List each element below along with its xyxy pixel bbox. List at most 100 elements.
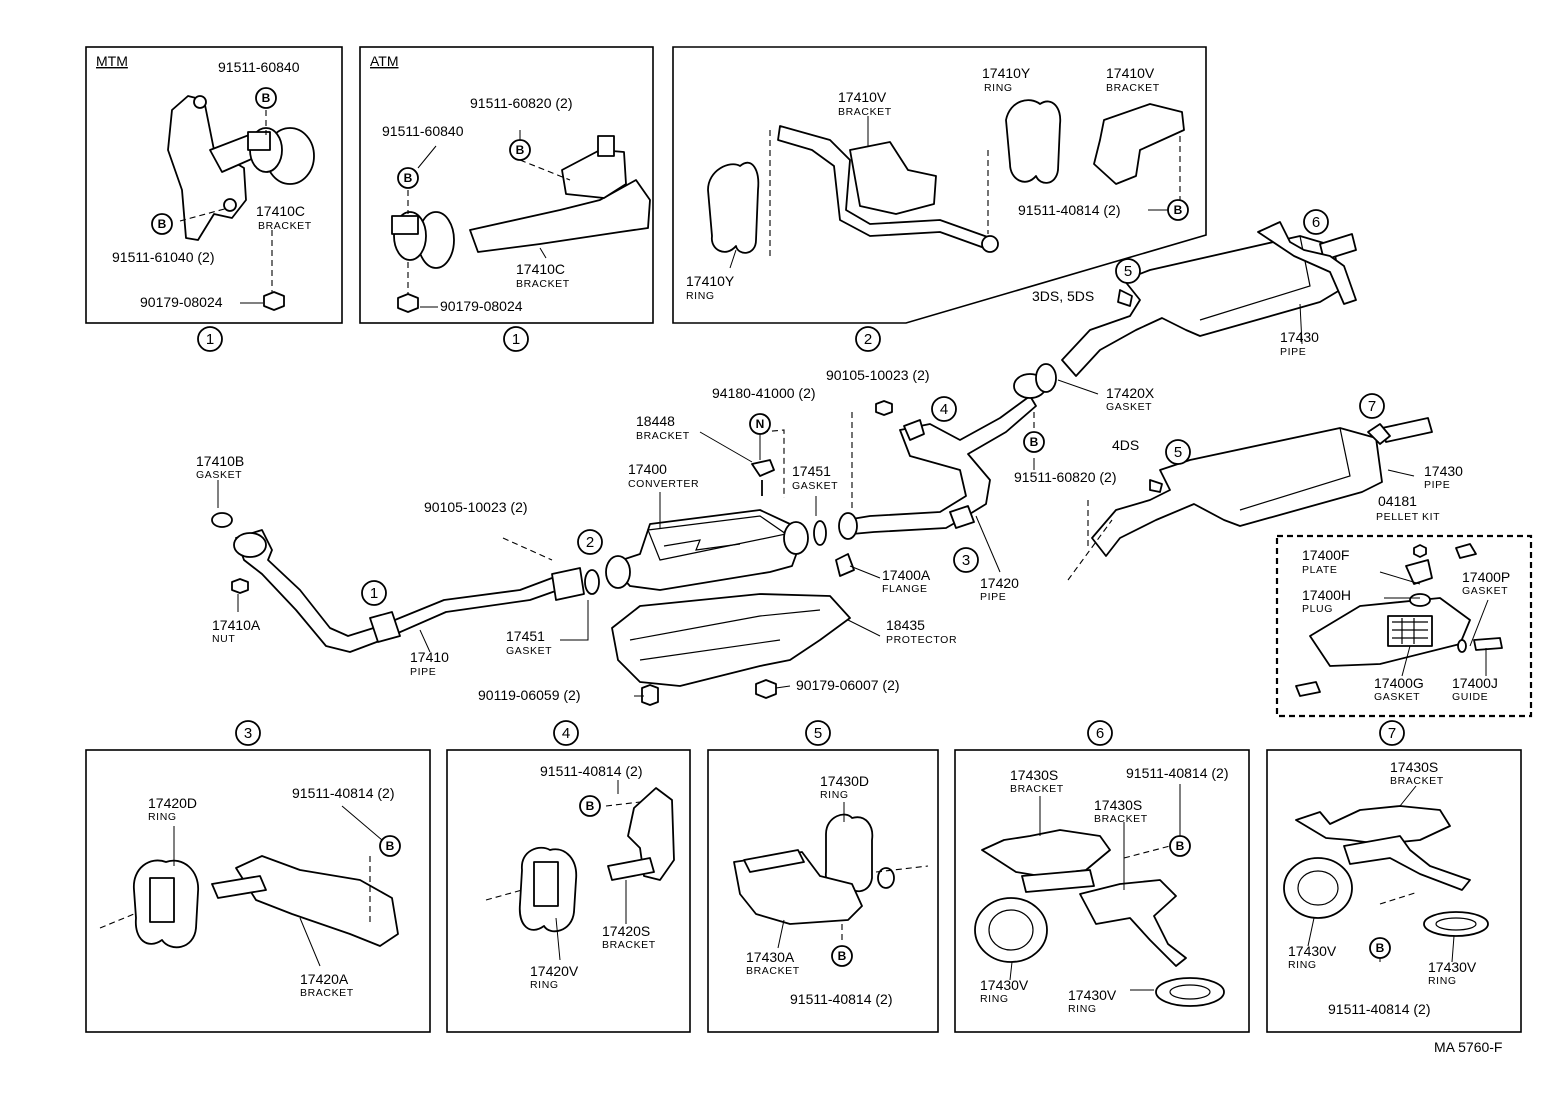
name-bracket-d2-left: BRACKET (838, 106, 892, 118)
marker-n-main: N (749, 413, 771, 435)
label-17420s: 17420S (602, 923, 650, 939)
marker-b-detail-7: B (1369, 937, 1391, 959)
label-17430-bottom: 17430 (1424, 463, 1463, 479)
name-gasket-17400g: GASKET (1374, 691, 1420, 703)
callout-5-box: 5 (805, 720, 831, 746)
svg-text:B: B (404, 171, 413, 185)
name-gasket-17400p: GASKET (1462, 585, 1508, 597)
label-17430a: 17430A (746, 949, 795, 965)
name-converter: CONVERTER (628, 478, 699, 490)
label-17410: 17410 (410, 649, 449, 665)
callout-4-box: 4 (553, 720, 579, 746)
label-91511-40814-d5: 91511-40814 (2) (790, 991, 892, 1007)
name-nut: NUT (212, 633, 235, 645)
label-90105-10023-left: 90105-10023 (2) (424, 499, 528, 515)
detail-7-drawing (1283, 805, 1489, 937)
label-91511-60820-main: 91511-60820 (2) (1014, 469, 1116, 485)
gasket-17420X (1035, 363, 1057, 393)
name-bracket-d6-right: BRACKET (1094, 813, 1148, 825)
label-17410b: 17410B (196, 453, 244, 469)
svg-text:4: 4 (562, 725, 570, 742)
atm-label: ATM (370, 53, 399, 69)
detail-5-drawing (733, 813, 895, 925)
marker-b-detail-6: B (1169, 835, 1191, 857)
label-17410y-d2-bottom: 17410Y (686, 273, 735, 289)
callout-2-box: 2 (855, 326, 881, 352)
label-17400f: 17400F (1302, 547, 1349, 563)
catalytic-converter-17400 (605, 459, 809, 591)
svg-text:B: B (586, 799, 595, 813)
svg-text:3: 3 (962, 552, 970, 569)
svg-text:1: 1 (370, 585, 378, 602)
label-17420a: 17420A (300, 971, 349, 987)
detail-box-atm (359, 46, 654, 324)
name-protector: PROTECTOR (886, 634, 957, 646)
name-bracket-17420a: BRACKET (300, 987, 354, 999)
svg-text:5: 5 (1174, 444, 1182, 461)
svg-text:B: B (158, 217, 167, 231)
svg-text:B: B (1174, 203, 1183, 217)
detail-box-4 (446, 749, 691, 1033)
label-17400h: 17400H (1302, 587, 1351, 603)
callout-5-main: 5 (1165, 439, 1191, 465)
name-gasket-17420x: GASKET (1106, 401, 1152, 413)
label-91511-40814-d7: 91511-40814 (2) (1328, 1001, 1430, 1017)
label-91511-60840-atm: 91511-60840 (382, 123, 464, 139)
label-17420: 17420 (980, 575, 1019, 591)
figure-code: MA 5760-F (1434, 1039, 1502, 1055)
label-17420v: 17420V (530, 963, 579, 979)
label-91511-40814-d6: 91511-40814 (2) (1126, 765, 1228, 781)
svg-text:B: B (262, 91, 271, 105)
detail-box-7 (1266, 749, 1522, 1033)
callout-5-top: 5 (1115, 258, 1141, 284)
name-pipe-17420: PIPE (980, 591, 1006, 603)
label-17400j: 17400J (1452, 675, 1498, 691)
callout-1-atm: 1 (503, 326, 529, 352)
label-17430v-d6-right: 17430V (1068, 987, 1117, 1003)
label-17400: 17400 (628, 461, 667, 477)
svg-text:6: 6 (1312, 214, 1320, 231)
marker-b-detail-4: B (579, 795, 601, 817)
label-17430s-d6-left: 17430S (1010, 767, 1058, 783)
svg-text:B: B (386, 839, 395, 853)
atm-bracket-drawing (391, 135, 651, 313)
label-90105-10023-right: 90105-10023 (2) (826, 367, 930, 383)
detail-4-drawing (518, 787, 675, 933)
name-ring-d6-left: RING (980, 993, 1009, 1005)
label-91511-40814-d4: 91511-40814 (2) (540, 763, 642, 779)
callout-7-main: 7 (1359, 393, 1385, 419)
label-17430v-d7-left: 17430V (1288, 943, 1337, 959)
callout-6-top: 6 (1303, 209, 1329, 235)
name-ring-17430d: RING (820, 789, 849, 801)
label-17430-top: 17430 (1280, 329, 1319, 345)
name-pipe-17410: PIPE (410, 666, 436, 678)
detail-box-6 (954, 749, 1250, 1033)
name-bracket-d7: BRACKET (1390, 775, 1444, 787)
gasket-17451-rear (813, 520, 827, 546)
label-17410y-d2-top: 17410Y (982, 65, 1031, 81)
name-gasket-17451-left: GASKET (506, 645, 552, 657)
name-bracket-17430a: BRACKET (746, 965, 800, 977)
protector-18435 (611, 593, 851, 706)
detail-3-drawing (133, 855, 399, 949)
svg-text:7: 7 (1368, 398, 1376, 415)
label-17410v-d2-left: 17410V (838, 89, 887, 105)
label-17410v-d2-right: 17410V (1106, 65, 1155, 81)
tail-pipe-3ds-5ds (1061, 221, 1357, 377)
label-91511-60820-atm: 91511-60820 (2) (470, 95, 572, 111)
name-ring-d6-right: RING (1068, 1003, 1097, 1015)
pellet-kit-drawing (1295, 543, 1503, 697)
callout-3-box: 3 (235, 720, 261, 746)
name-bracket-17420s: BRACKET (602, 939, 656, 951)
svg-text:5: 5 (814, 725, 822, 742)
name-pipe-17430-top: PIPE (1280, 346, 1306, 358)
svg-text:B: B (1176, 839, 1185, 853)
svg-text:B: B (1376, 941, 1385, 955)
marker-b-main: B (1023, 431, 1045, 453)
label-91511-61040: 91511-61040 (2) (112, 249, 214, 265)
name-ring-d7-right: RING (1428, 975, 1457, 987)
label-17430v-d7-right: 17430V (1428, 959, 1477, 975)
label-17430s-d6-right: 17430S (1094, 797, 1142, 813)
label-17410c-mtm: 17410C (256, 203, 305, 219)
label-18448: 18448 (636, 413, 675, 429)
